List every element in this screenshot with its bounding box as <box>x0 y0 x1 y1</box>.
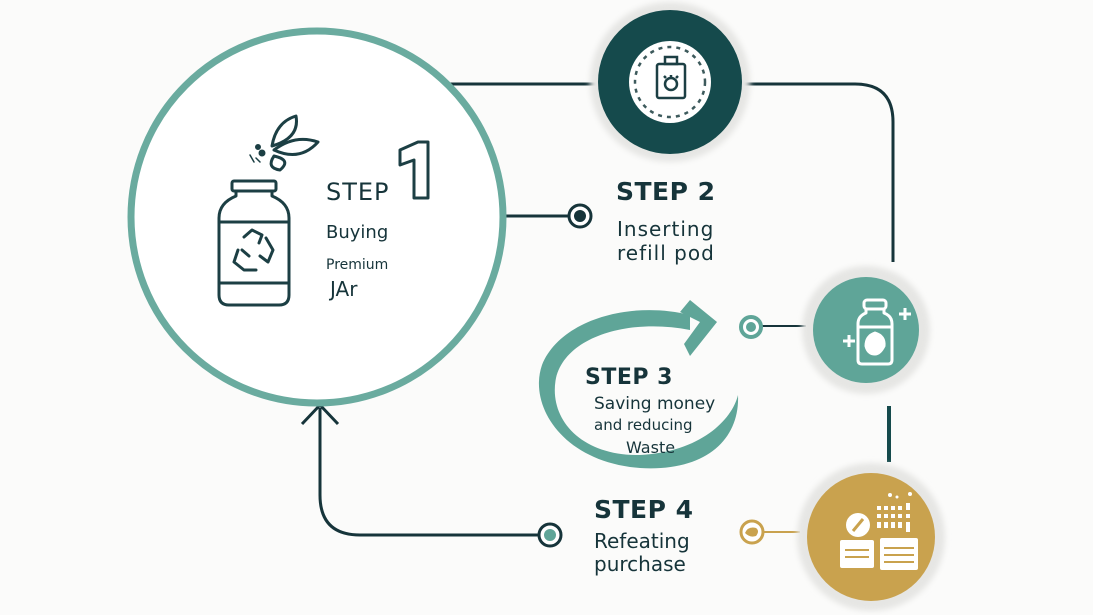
step1-circle <box>127 27 507 407</box>
step4-title: STEP 4 <box>594 495 694 524</box>
jar-plus-circle <box>802 266 930 394</box>
step2-desc: Inserting refill pod <box>617 217 715 265</box>
step4-node <box>537 522 563 548</box>
purchase-circle <box>797 463 945 611</box>
refill-pod-circle <box>590 2 750 162</box>
step2-desc-line2: refill pod <box>617 241 715 265</box>
step2-title: STEP 2 <box>616 177 716 206</box>
refill-pod-icon <box>655 55 687 100</box>
step3-swoosh <box>538 300 739 469</box>
step4-desc-line2: purchase <box>594 552 686 576</box>
step3-arrow-head <box>680 300 717 356</box>
step3-desc-line2: and reducing <box>594 416 693 434</box>
step3-node <box>739 315 763 339</box>
jar-plus-icon <box>843 298 911 366</box>
step1-desc-line1: Buying <box>326 222 389 243</box>
step3-title: STEP 3 <box>585 365 673 390</box>
connector-step2-to-step3-right <box>740 82 895 262</box>
connector-lines <box>300 82 895 537</box>
return-arrow-line <box>318 408 540 537</box>
step1-numeral <box>398 140 430 200</box>
step4-desc: Refeating purchase <box>594 530 690 576</box>
step1-desc-line2: Premium <box>326 257 389 273</box>
step3-desc-line1: Saving money <box>594 394 716 414</box>
step1-label: STEP <box>326 178 390 206</box>
step3-desc-line3: Waste <box>626 438 676 457</box>
purchase-chart-icon <box>840 492 918 570</box>
step2-node <box>567 203 593 229</box>
gold-node <box>739 519 765 545</box>
step2-desc-line1: Inserting <box>617 217 715 241</box>
step4-desc-line1: Refeating <box>594 529 690 553</box>
jar-recycle-icon <box>217 114 320 307</box>
step1-desc-line3: JAr <box>330 277 358 301</box>
